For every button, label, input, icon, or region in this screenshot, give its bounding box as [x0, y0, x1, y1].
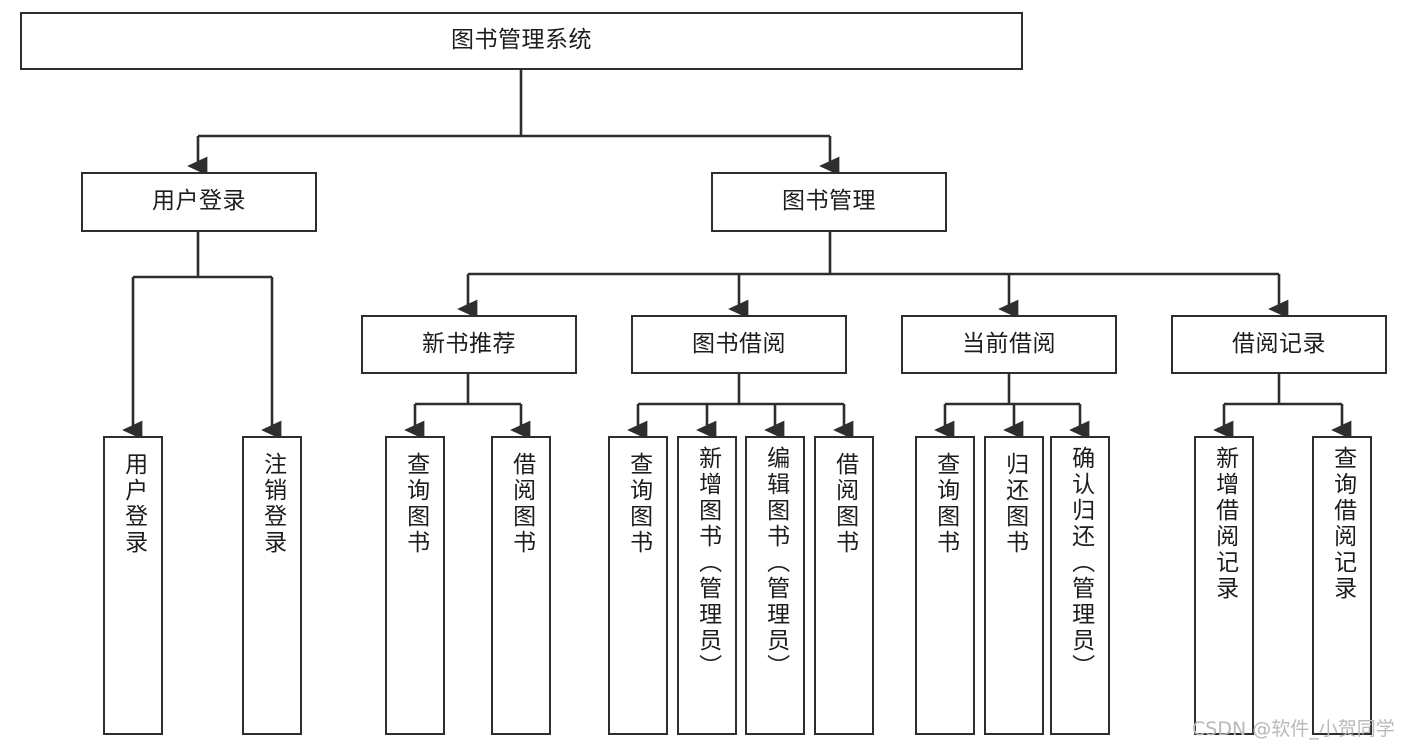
edge-group-book-borrow	[627, 374, 854, 440]
node-book-borrow[interactable]: 图书借阅	[631, 315, 847, 374]
watermark-csdn: CSDN @软件_小贺同学	[1192, 718, 1395, 740]
node-current-borrow[interactable]: 当前借阅	[901, 315, 1117, 374]
node-label: 查询图书	[932, 452, 959, 556]
node-borrow-record[interactable]: 借阅记录	[1171, 315, 1387, 374]
node-leaf-borrow-book[interactable]: 借阅图书	[814, 436, 874, 735]
node-label: 查询借阅记录	[1329, 446, 1356, 602]
edge-group-user-login	[122, 232, 282, 440]
node-label: 新增图书（管理员）	[694, 446, 721, 680]
node-label: 确认归还（管理员）	[1067, 446, 1094, 680]
node-user-login[interactable]: 用户登录	[81, 172, 317, 232]
node-book-management[interactable]: 图书管理	[711, 172, 947, 232]
node-leaf-query-borrow-record[interactable]: 查询借阅记录	[1312, 436, 1372, 735]
node-leaf-add-borrow-record[interactable]: 新增借阅记录	[1194, 436, 1254, 735]
node-leaf-user-login[interactable]: 用户登录	[103, 436, 163, 735]
node-leaf-logout[interactable]: 注销登录	[242, 436, 302, 735]
node-label: 当前借阅	[962, 330, 1056, 357]
node-root-system[interactable]: 图书管理系统	[20, 12, 1023, 70]
node-leaf-add-book-admin[interactable]: 新增图书（管理员）	[677, 436, 737, 735]
node-new-book-recommend[interactable]: 新书推荐	[361, 315, 577, 374]
node-label: 借阅图书	[831, 452, 858, 556]
node-leaf-query-book-current[interactable]: 查询图书	[915, 436, 975, 735]
node-label: 用户登录	[120, 452, 147, 556]
node-label: 编辑图书（管理员）	[762, 446, 789, 680]
node-leaf-borrow-book-recommend[interactable]: 借阅图书	[491, 436, 551, 735]
node-label: 图书管理	[782, 188, 876, 215]
node-leaf-query-book-recommend[interactable]: 查询图书	[385, 436, 445, 735]
node-label: 查询图书	[402, 452, 429, 556]
node-label: 新书推荐	[422, 330, 516, 357]
node-leaf-confirm-return-admin[interactable]: 确认归还（管理员）	[1050, 436, 1110, 735]
edge-group-book-mgmt	[457, 232, 1289, 319]
node-label: 借阅图书	[508, 452, 535, 556]
node-leaf-edit-book-admin[interactable]: 编辑图书（管理员）	[745, 436, 805, 735]
node-label: 图书管理系统	[451, 27, 592, 54]
edge-group-root	[187, 70, 840, 176]
node-leaf-query-book-borrow[interactable]: 查询图书	[608, 436, 668, 735]
edge-group-borrow-record	[1213, 374, 1352, 440]
node-label: 借阅记录	[1232, 330, 1326, 357]
edge-group-current-borrow	[934, 374, 1090, 440]
node-label: 注销登录	[259, 452, 286, 556]
node-leaf-return-book[interactable]: 归还图书	[984, 436, 1044, 735]
edge-group-new-book	[404, 374, 531, 440]
node-label: 用户登录	[152, 188, 246, 215]
node-label: 新增借阅记录	[1211, 446, 1238, 602]
node-label: 查询图书	[625, 452, 652, 556]
node-label: 图书借阅	[692, 330, 786, 357]
node-label: 归还图书	[1001, 452, 1028, 556]
